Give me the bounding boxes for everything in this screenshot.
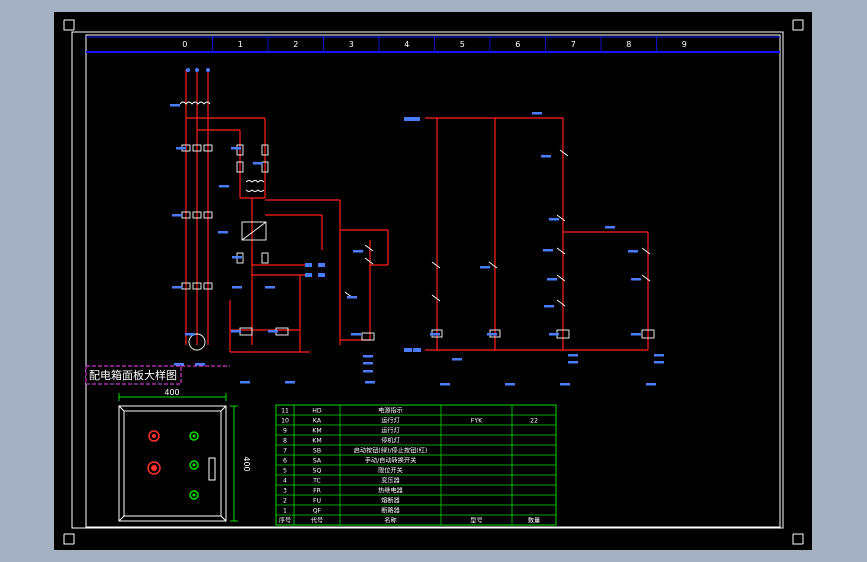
grid-column-7: 7: [571, 40, 576, 49]
bom-cell-spec: FYK: [471, 418, 483, 425]
panel-height-label: 400: [242, 456, 251, 471]
bom-cell-code: SA: [313, 458, 322, 465]
bom-cell-name: 启动按钮(绿)/停止按钮(红): [354, 447, 428, 455]
grid-column-8: 8: [626, 40, 631, 49]
bom-cell-code: KM: [312, 438, 321, 445]
wire-markers: [186, 68, 421, 352]
bom-cell-code: KM: [312, 428, 321, 435]
grid-column-2: 2: [293, 40, 298, 49]
main-power-lines: [185, 70, 389, 353]
bom-cell-code: FU: [313, 498, 321, 505]
grid-column-6: 6: [515, 40, 520, 49]
panel-title-box: [85, 365, 182, 385]
corner-marks: [63, 19, 804, 545]
grid-column-4: 4: [404, 40, 409, 49]
bom-cell-name: 熔断器: [381, 497, 400, 505]
bom-cell-qty: 22: [530, 418, 538, 425]
schematic-components: [179, 101, 655, 351]
bom-cell-name: 电源指示: [378, 407, 403, 415]
grid-column-9: 9: [682, 40, 687, 49]
bom-cell-code: KA: [313, 418, 322, 425]
bom-cell-name: 运行灯: [381, 427, 400, 435]
bom-cell-code: TC: [312, 478, 321, 485]
grid-column-1: 1: [238, 40, 243, 49]
stop-button-icon: [189, 490, 199, 500]
panel-width-label: 400: [164, 388, 179, 397]
emergency-stop-icon: [147, 461, 161, 475]
bom-cell-name: 限位开关: [378, 467, 403, 475]
bom-cell-code: HD: [312, 408, 322, 415]
start-button-icon: [189, 460, 199, 470]
bom-cell-name: 手动/自动转换开关: [365, 457, 417, 465]
panel-devices: [147, 430, 216, 500]
grid-column-0: 0: [182, 40, 187, 49]
inner-frame: [85, 34, 781, 528]
bom-cell-no: 1: [283, 508, 287, 515]
grid-column-5: 5: [460, 40, 465, 49]
bom-cell-no: 6: [283, 458, 287, 465]
bom-cell-code: SB: [313, 448, 321, 455]
bom-cell-name: 断路器: [381, 507, 400, 515]
grid-column-3: 3: [349, 40, 354, 49]
bom-cell-name: 运行灯: [381, 417, 400, 425]
bom-cell-code: SQ: [313, 468, 322, 475]
outer-frame: [71, 31, 784, 529]
run-lamp-icon: [189, 431, 199, 441]
panel-elevation: [118, 393, 238, 522]
bom-cell-code: QF: [313, 508, 322, 515]
bom-cell-name: 名称: [384, 517, 396, 525]
bom-cell-no: 9: [283, 428, 287, 435]
bom-cell-spec: 型号: [470, 517, 482, 525]
bom-cell-no: 序号: [279, 517, 291, 525]
bom-cell-no: 11: [281, 408, 289, 415]
power-indicator-lamp-icon: [148, 430, 160, 442]
bom-cell-code: FR: [313, 488, 322, 495]
bom-cell-no: 7: [283, 448, 287, 455]
bom-cell-code: 代号: [311, 517, 323, 525]
bom-cell-no: 10: [281, 418, 289, 425]
drawing-sheet: [54, 12, 812, 550]
tiny-part-labels: [170, 104, 664, 386]
bom-cell-name: 停机灯: [381, 437, 400, 445]
control-circuit-lines: [425, 117, 649, 351]
panel-title: 配电箱面板大样图: [89, 368, 177, 382]
column-ruler: 0 1 2 3 4 5 6 7 8 9: [86, 36, 780, 53]
selector-switch-icon: [208, 457, 216, 481]
bom-cell-no: 2: [283, 498, 287, 505]
bom-cell-no: 4: [283, 478, 287, 485]
bom-cell-name: 变压器: [381, 477, 400, 485]
bom-cell-qty: 数量: [528, 517, 540, 525]
bom-cell-no: 8: [283, 438, 287, 445]
bom-cell-no: 5: [283, 468, 287, 475]
bom-cell-no: 3: [283, 488, 287, 495]
bom-cell-name: 热继电器: [378, 487, 404, 495]
